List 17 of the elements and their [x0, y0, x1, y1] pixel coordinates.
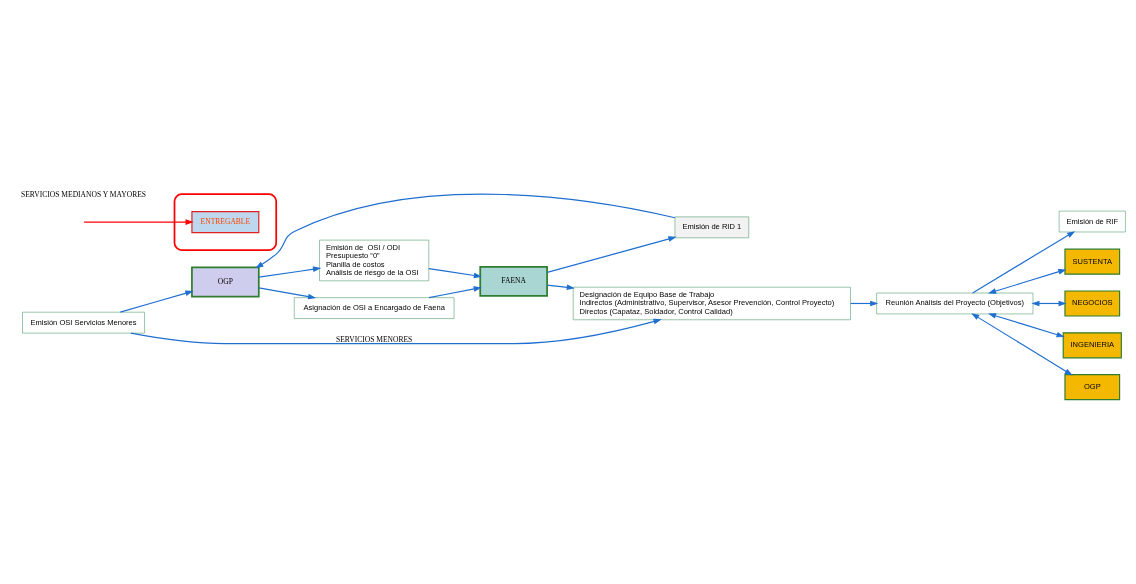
arrow — [546, 284, 575, 291]
arrow — [258, 287, 317, 300]
arrow — [1031, 300, 1067, 307]
arrow — [428, 268, 482, 279]
arrow — [119, 290, 194, 313]
arrow — [255, 193, 676, 269]
arrow — [546, 236, 677, 273]
arrow — [987, 313, 1065, 338]
arrow — [972, 231, 1076, 294]
cluster — [173, 193, 278, 251]
arrow — [130, 318, 662, 345]
arrow — [83, 219, 194, 225]
arrow — [971, 313, 1073, 376]
arrow — [428, 286, 482, 299]
arrow — [850, 300, 879, 307]
arrow — [258, 266, 322, 278]
arrow — [987, 269, 1067, 294]
